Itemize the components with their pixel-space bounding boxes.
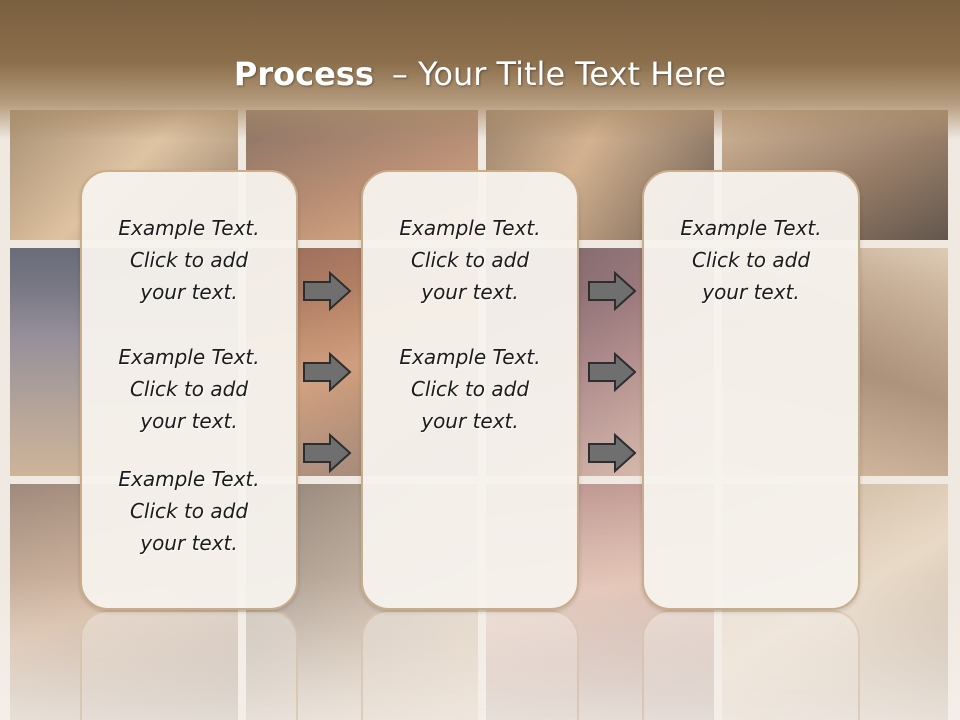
title-rest-text: – Your Title Text Here <box>391 55 727 93</box>
slide-title[interactable]: Process – Your Title Text Here <box>0 52 960 96</box>
example-text-placeholder[interactable]: Example Text. Click to add your text. <box>680 216 822 304</box>
process-panel-3[interactable]: Example Text. Click to add your text. <box>642 170 860 610</box>
panel-reflection <box>80 610 298 720</box>
example-text-placeholder[interactable]: Example Text. Click to add your text. <box>118 467 260 555</box>
title-band <box>0 0 960 140</box>
right-arrow-icon <box>303 433 352 473</box>
title-bold-text: Process <box>233 55 374 93</box>
right-arrow-icon <box>588 271 637 311</box>
panel-reflection <box>642 610 860 720</box>
process-panel-2[interactable]: Example Text. Click to add your text. Ex… <box>361 170 579 610</box>
example-text-placeholder[interactable]: Example Text. Click to add your text. <box>399 345 541 433</box>
right-arrow-icon <box>303 271 352 311</box>
example-text-placeholder[interactable]: Example Text. Click to add your text. <box>118 216 260 304</box>
panel-reflection <box>361 610 579 720</box>
right-arrow-icon <box>588 352 637 392</box>
example-text-placeholder[interactable]: Example Text. Click to add your text. <box>118 345 260 433</box>
right-arrow-icon <box>588 433 637 473</box>
process-panel-1[interactable]: Example Text. Click to add your text. Ex… <box>80 170 298 610</box>
example-text-placeholder[interactable]: Example Text. Click to add your text. <box>399 216 541 304</box>
right-arrow-icon <box>303 352 352 392</box>
